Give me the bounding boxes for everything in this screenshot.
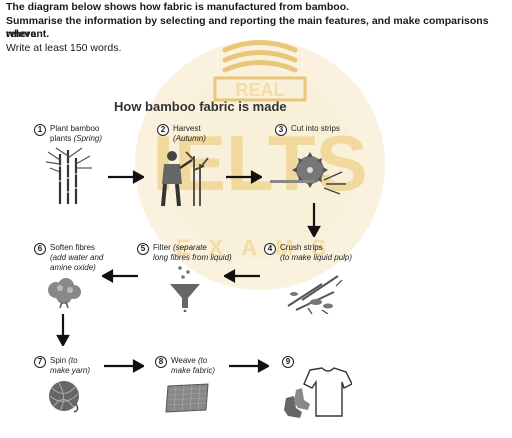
clothing-icon (284, 367, 352, 418)
instructions-line-2: Summarise the information by selecting a… (6, 15, 489, 40)
arrow-7-to-8 (104, 359, 144, 373)
fabric-icon (165, 383, 209, 413)
arrow-5-to-6 (102, 269, 138, 283)
step-8-label: Weave (to make fabric) (171, 356, 216, 375)
arrow-3-to-4 (307, 203, 321, 237)
yarn-ball-icon (49, 381, 79, 413)
cotton-fibre-icon (48, 278, 81, 309)
saw-icon (270, 152, 346, 195)
step-9-number: 9 (282, 356, 294, 368)
step-2-number: 2 (157, 124, 169, 136)
real-ielts-watermark: REAL IELTS EXAMS (135, 40, 385, 290)
arrow-4-to-5 (224, 269, 260, 283)
instructions-line-2b: relevant. (6, 28, 50, 40)
crushed-strips-icon (287, 275, 343, 314)
instructions-line-3: Write at least 150 words. (6, 42, 122, 54)
arrow-6-to-7 (56, 314, 70, 346)
step-3-label: Cut into strips (291, 124, 340, 133)
diagram-title: How bamboo fabric is made (114, 99, 287, 114)
arrow-8-to-9 (229, 359, 269, 373)
funnel-icon (170, 266, 200, 312)
step-6-label: Soften fibres (add water and amine oxide… (50, 243, 104, 272)
step-6-number: 6 (34, 243, 46, 255)
watermark-exams: EXAMS (176, 235, 344, 260)
harvest-worker-icon (161, 151, 209, 207)
step-1-number: 1 (34, 124, 46, 136)
arrow-1-to-2 (108, 170, 144, 184)
step-5-label: Filter (separate long fibres from liquid… (153, 243, 232, 262)
step-1-label: Plant bamboo plants (Spring) (50, 124, 103, 143)
step-4-number: 4 (264, 243, 276, 255)
step-4-label: Crush strips (to make liquid pulp) (280, 243, 353, 262)
step-2-label: Harvest (Autumn) (173, 124, 206, 143)
step-5-number: 5 (137, 243, 149, 255)
instructions-line-1: The diagram below shows how fabric is ma… (6, 1, 350, 13)
bamboo-plant-icon (45, 147, 92, 204)
step-8-number: 8 (155, 356, 167, 368)
step-3-number: 3 (275, 124, 287, 136)
watermark-real: REAL (236, 80, 285, 100)
arrow-2-to-3 (226, 170, 262, 184)
step-7-label: Spin (to make yarn) (50, 356, 91, 375)
step-7-number: 7 (34, 356, 46, 368)
